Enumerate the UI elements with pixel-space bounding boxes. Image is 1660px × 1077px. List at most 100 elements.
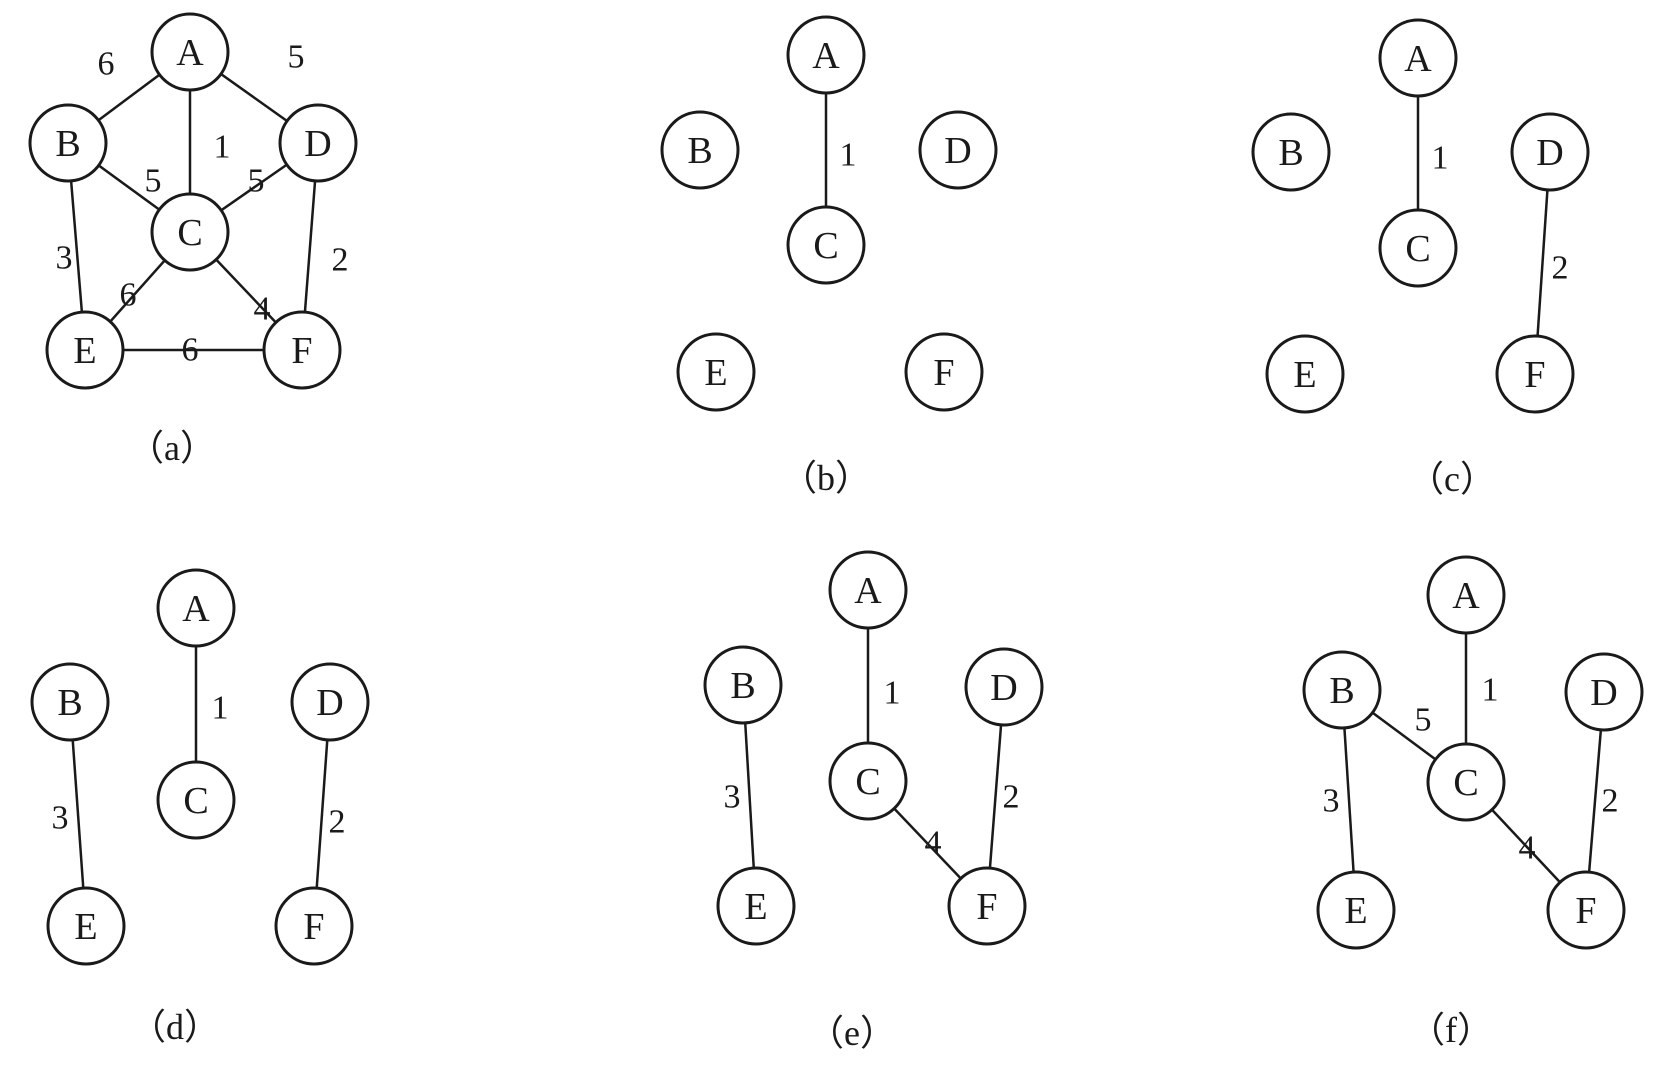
- node-label: F: [303, 906, 324, 948]
- node-E: E: [46, 886, 126, 966]
- node-label: E: [73, 330, 96, 372]
- node-label: E: [744, 886, 767, 928]
- node-circle: [918, 110, 998, 190]
- node-label: B: [55, 123, 80, 165]
- node-D: D: [278, 103, 358, 183]
- node-C: C: [786, 205, 866, 285]
- node-label: E: [1293, 354, 1316, 396]
- node-C: C: [828, 741, 908, 821]
- node-A: A: [150, 12, 230, 92]
- node-circle: [30, 662, 110, 742]
- node-D: D: [290, 662, 370, 742]
- edge-weight-D-F: 2: [1552, 250, 1569, 287]
- node-B: B: [1251, 112, 1331, 192]
- node-label: A: [182, 588, 210, 630]
- node-circle: [786, 205, 866, 285]
- node-circle: [1378, 18, 1458, 98]
- edge-weight-B-C: 5: [1415, 702, 1432, 739]
- edge-weight-A-C: 1: [1432, 140, 1449, 177]
- node-label: B: [1329, 670, 1354, 712]
- node-A: A: [1426, 555, 1506, 635]
- node-circle: [150, 12, 230, 92]
- node-circle: [28, 103, 108, 183]
- node-F: F: [947, 866, 1027, 946]
- node-label: E: [74, 906, 97, 948]
- node-circle: [828, 741, 908, 821]
- node-D: D: [964, 647, 1044, 727]
- node-label: E: [704, 352, 727, 394]
- node-label: C: [177, 212, 202, 254]
- node-label: D: [304, 123, 331, 165]
- node-label: B: [57, 682, 82, 724]
- node-C: C: [1378, 208, 1458, 288]
- edge-weight-C-F: 4: [254, 291, 271, 328]
- node-circle: [45, 310, 125, 390]
- node-F: F: [274, 886, 354, 966]
- node-label: C: [1405, 228, 1430, 270]
- node-label: D: [944, 130, 971, 172]
- edge-weight-C-F: 4: [925, 825, 942, 862]
- node-label: F: [933, 352, 954, 394]
- node-circle: [703, 645, 783, 725]
- node-C: C: [156, 760, 236, 840]
- node-D: D: [918, 110, 998, 190]
- node-F: F: [1495, 334, 1575, 414]
- node-A: A: [1378, 18, 1458, 98]
- node-circle: [964, 647, 1044, 727]
- node-label: F: [976, 886, 997, 928]
- node-circle: [1426, 555, 1506, 635]
- node-circle: [156, 760, 236, 840]
- node-F: F: [904, 332, 984, 412]
- edge-weight-A-C: 1: [1482, 672, 1499, 709]
- node-A: A: [786, 15, 866, 95]
- caption-b: （b）: [781, 458, 871, 498]
- edge-weight-A-D: 5: [288, 39, 305, 76]
- node-B: B: [660, 110, 740, 190]
- edge-weight-D-F: 2: [1602, 783, 1619, 820]
- node-C: C: [150, 192, 230, 272]
- caption-f: （f）: [1409, 1010, 1493, 1050]
- node-label: F: [1575, 890, 1596, 932]
- node-label: A: [1404, 38, 1432, 80]
- node-label: A: [176, 32, 204, 74]
- edge-weight-C-F: 4: [1519, 830, 1536, 867]
- node-E: E: [676, 332, 756, 412]
- node-circle: [828, 550, 908, 630]
- node-circle: [46, 886, 126, 966]
- edge-weight-A-C: 1: [884, 675, 901, 712]
- node-D: D: [1564, 652, 1644, 732]
- node-circle: [1378, 208, 1458, 288]
- node-label: D: [316, 682, 343, 724]
- node-circle: [660, 110, 740, 190]
- node-circle: [1546, 870, 1626, 950]
- node-circle: [290, 662, 370, 742]
- node-circle: [1316, 870, 1396, 950]
- node-circle: [676, 332, 756, 412]
- node-label: A: [854, 570, 882, 612]
- edge-weight-A-C: 1: [214, 129, 231, 166]
- node-circle: [786, 15, 866, 95]
- node-E: E: [1265, 334, 1345, 414]
- node-D: D: [1510, 112, 1590, 192]
- node-circle: [1426, 742, 1506, 822]
- edge-weight-B-C: 5: [145, 163, 162, 200]
- node-label: B: [687, 130, 712, 172]
- node-E: E: [45, 310, 125, 390]
- node-circle: [156, 568, 236, 648]
- node-circle: [1251, 112, 1331, 192]
- node-label: A: [812, 35, 840, 77]
- node-F: F: [262, 310, 342, 390]
- node-circle: [947, 866, 1027, 946]
- node-circle: [1265, 334, 1345, 414]
- edge-weight-D-C: 5: [248, 163, 265, 200]
- node-B: B: [1302, 650, 1382, 730]
- node-A: A: [828, 550, 908, 630]
- node-label: E: [1344, 890, 1367, 932]
- node-label: D: [1590, 672, 1617, 714]
- edge-weight-A-C: 1: [212, 690, 229, 727]
- node-label: B: [730, 665, 755, 707]
